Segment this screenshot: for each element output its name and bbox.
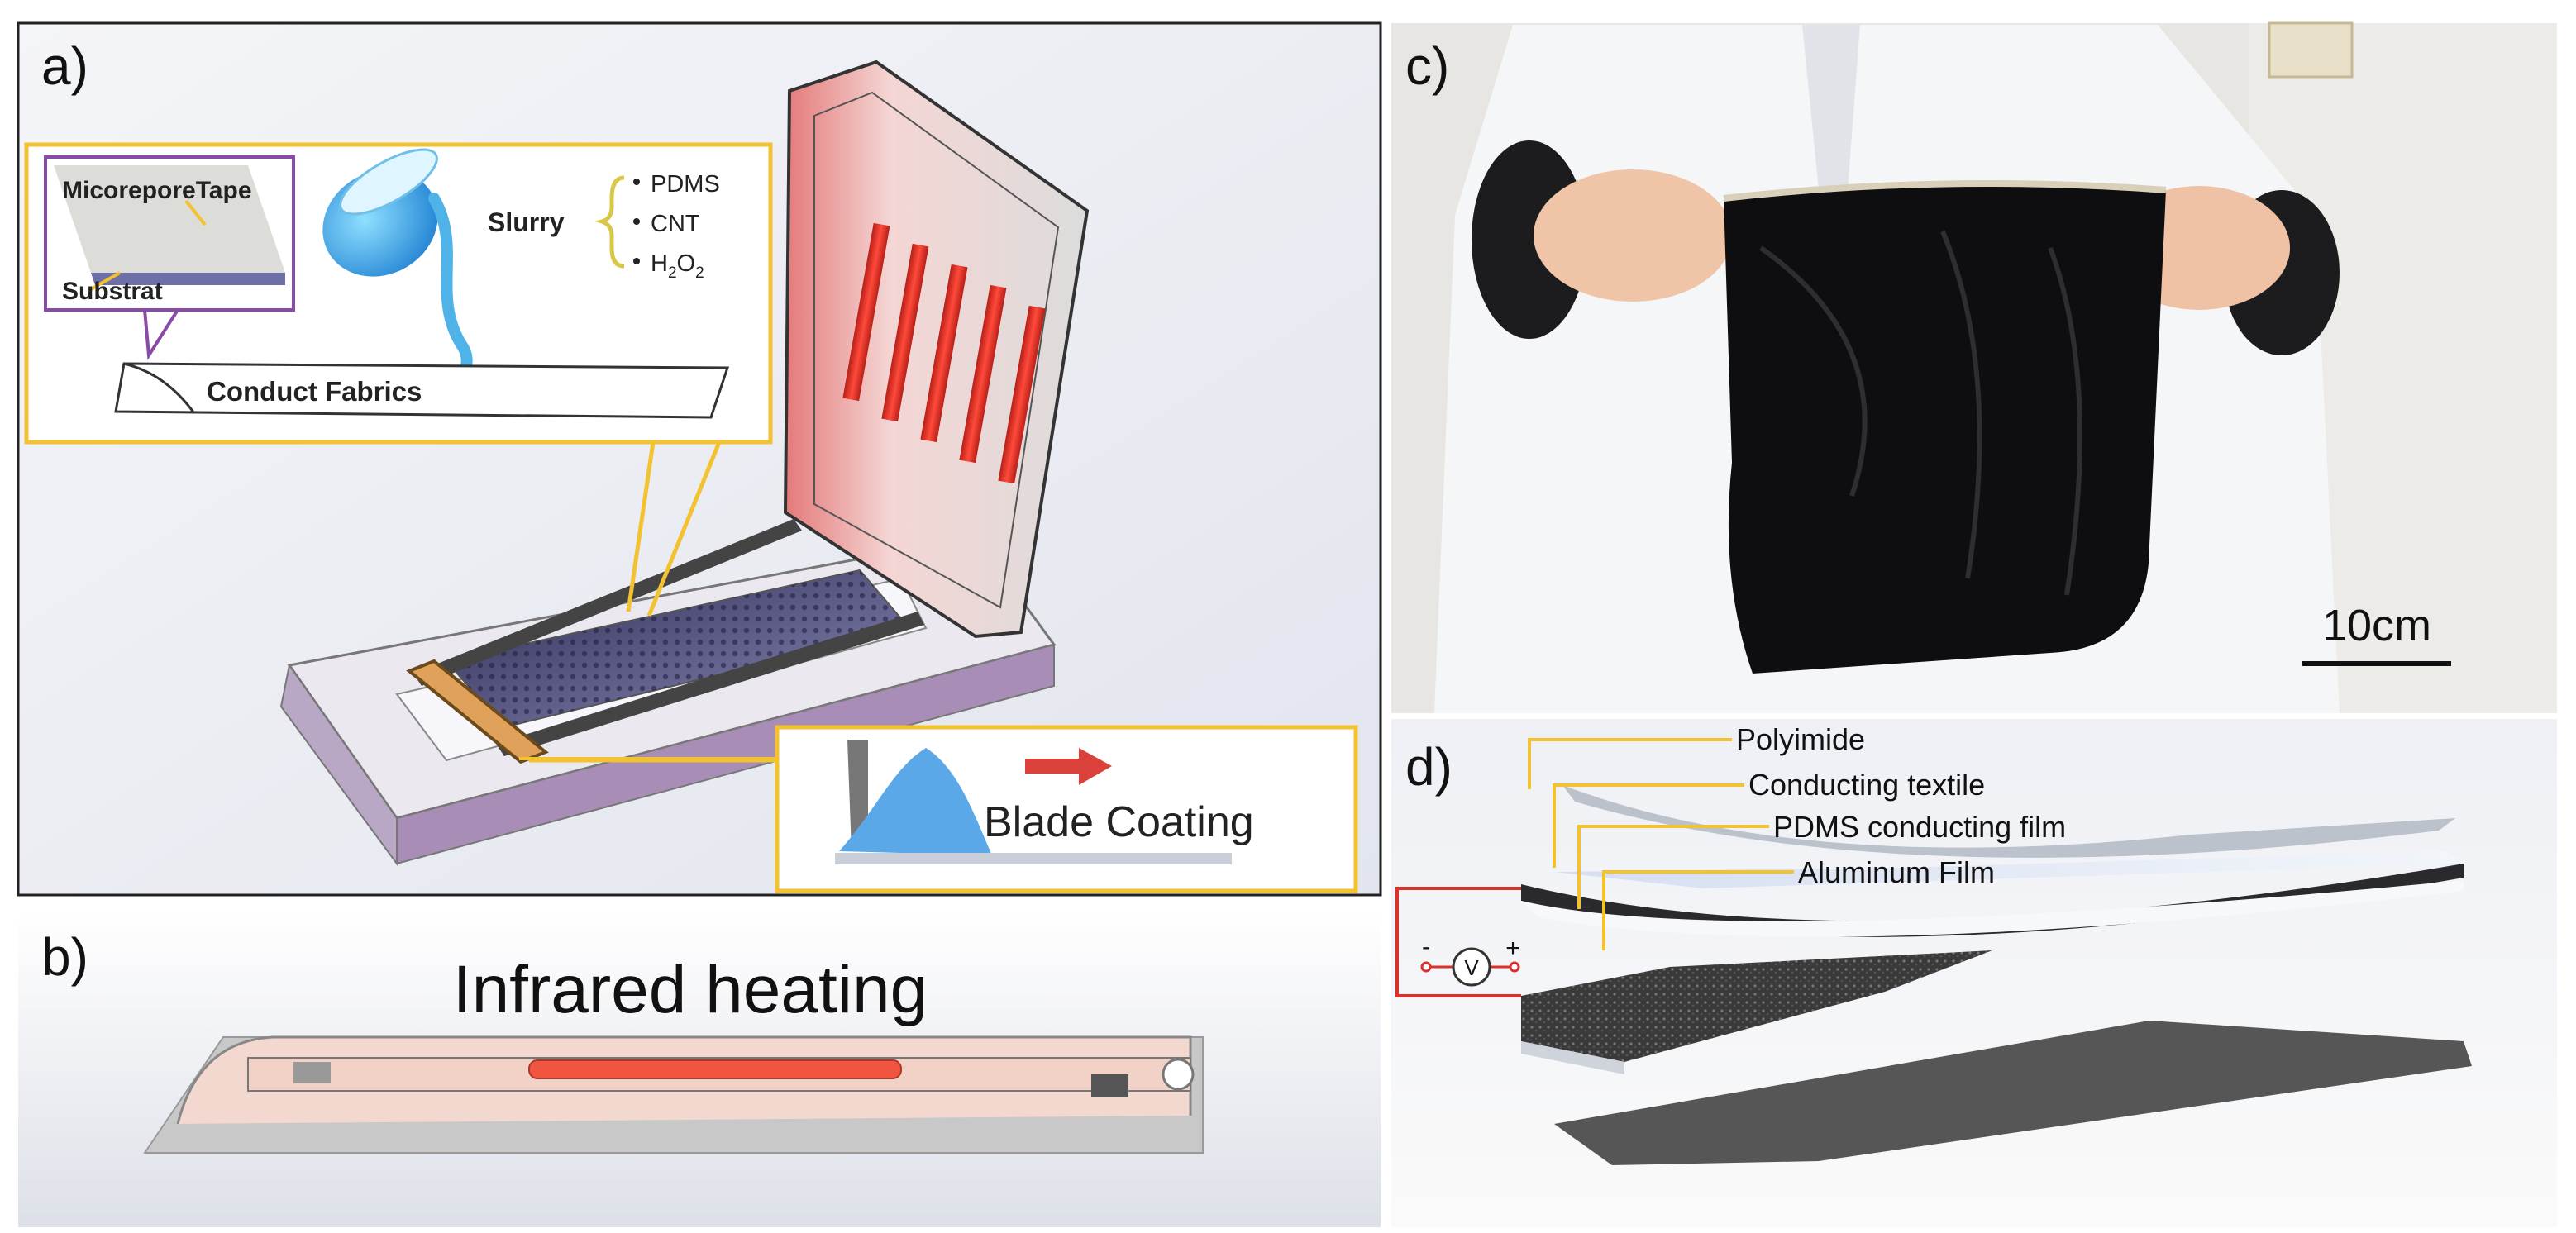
sleeve-cuff	[1472, 140, 1587, 339]
fabric-label: Conduct Fabrics	[207, 376, 422, 407]
panel-c	[1391, 21, 2557, 713]
circuit-minus: -	[1422, 933, 1430, 960]
heater-tube	[528, 1059, 902, 1079]
layer-label-polyimide: Polyimide	[1736, 722, 1865, 756]
panel-label-d: d)	[1405, 737, 1453, 797]
pdms-film-layer	[1521, 880, 2464, 937]
scale-bar-label: 10cm	[2322, 601, 2431, 650]
tape-label: MicoreporeTape	[62, 177, 252, 204]
layer-label-pdms: PDMS conducting film	[1773, 810, 2066, 844]
scale-bar	[2302, 661, 2451, 666]
black-textile	[1724, 183, 2166, 674]
layer-label-aluminum: Aluminum Film	[1798, 855, 1995, 889]
heater-tube	[842, 222, 890, 402]
conducting-textile-layer	[1521, 864, 2464, 937]
layer-label-textile: Conducting textile	[1748, 768, 1985, 802]
polyimide-layer	[1562, 785, 2455, 858]
heater-tube	[881, 243, 929, 422]
heater-tube	[998, 305, 1046, 484]
heater-tube	[959, 284, 1007, 464]
panel-label-a: a)	[41, 36, 88, 96]
panel-label-c: c)	[1405, 36, 1449, 96]
component-h2o2: H2O2	[651, 250, 704, 282]
slurry-label: Slurry	[488, 207, 565, 237]
component-pdms: PDMS	[651, 171, 720, 198]
beaker-icon	[322, 148, 438, 277]
circuit-plus: +	[1505, 935, 1520, 962]
heater-tube	[920, 264, 968, 443]
voltmeter-label: V	[1464, 955, 1479, 980]
blade-coating-label: Blade Coating	[984, 798, 1254, 846]
panel-d	[1391, 719, 2557, 1227]
voltmeter-icon	[1452, 947, 1491, 987]
hand	[1534, 169, 1732, 302]
aluminum-film-layer	[1521, 950, 1992, 1062]
panel-label-b: b)	[41, 927, 88, 987]
panel-b-title: Infrared heating	[453, 952, 928, 1027]
circuit-wire	[1395, 887, 1521, 997]
panel-a	[17, 21, 1382, 897]
panel-b	[18, 909, 1381, 1227]
component-cnt: CNT	[651, 211, 700, 237]
substrate-label: Substrat	[62, 278, 163, 305]
